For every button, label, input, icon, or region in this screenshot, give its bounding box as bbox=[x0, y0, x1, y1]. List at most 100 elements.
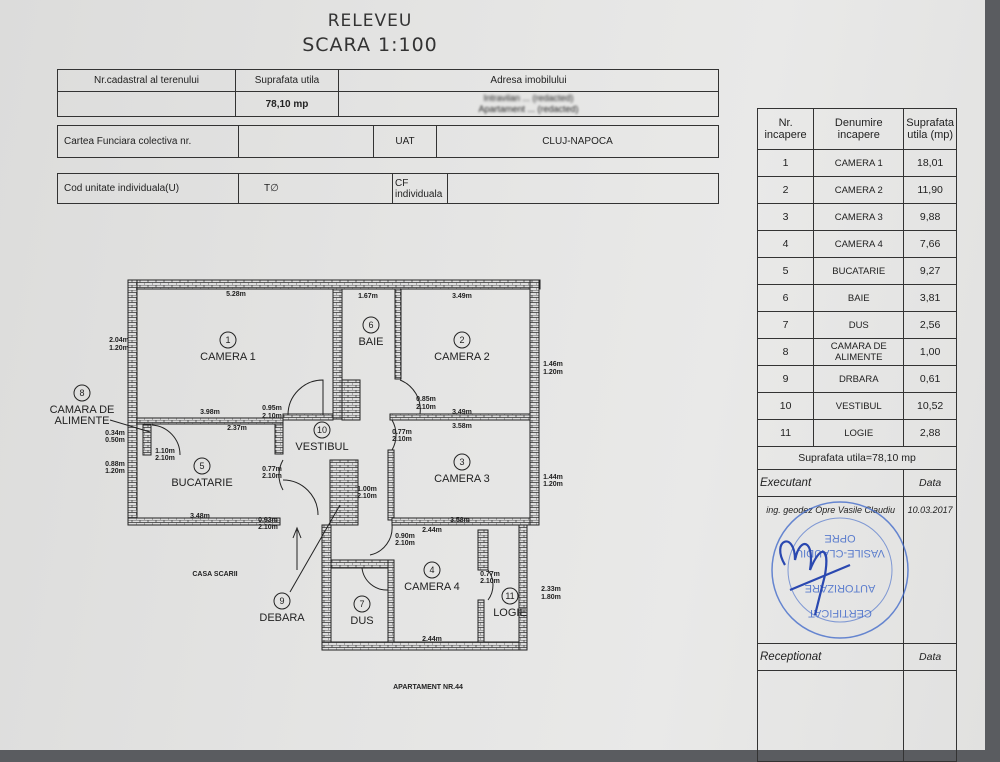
room-number-circle bbox=[453, 331, 471, 349]
executant-name: ing. geodez Opre Vasile Claudiu bbox=[756, 496, 905, 644]
room-name: CAMARA DE ALIMENTE bbox=[813, 338, 905, 366]
dimension-label: 2.10m bbox=[258, 524, 278, 531]
dimension-label: 1.67m bbox=[358, 293, 378, 300]
doors bbox=[151, 379, 494, 601]
dimension-label: 2.44m bbox=[422, 636, 442, 643]
room-number-circle bbox=[273, 592, 291, 610]
room-label-debara: DEBARA bbox=[259, 612, 305, 624]
svg-text:OPRE: OPRE bbox=[824, 532, 855, 544]
cf-label: Cartea Funciara colectiva nr. bbox=[57, 125, 239, 158]
room-number: 2 bbox=[459, 335, 464, 345]
cfi-value bbox=[447, 173, 719, 204]
dimension-label: 1.00m bbox=[357, 486, 377, 493]
cod-value: T∅ bbox=[238, 173, 393, 204]
room-number-circle bbox=[353, 595, 371, 613]
room-label-r11: LOGIE bbox=[493, 607, 527, 619]
executant-date: 10.03.2017 bbox=[903, 496, 957, 644]
dimension-label: 3.58m bbox=[452, 423, 472, 430]
dimension-label: 2.33m bbox=[541, 586, 561, 593]
dimension-label: 3.98m bbox=[200, 409, 220, 416]
room-label-r2: CAMERA 2 bbox=[434, 351, 490, 363]
room-area: 2,88 bbox=[903, 419, 957, 447]
dimension-label: 5.28m bbox=[226, 291, 246, 298]
room-area: 7,66 bbox=[903, 230, 957, 258]
cod-table: Cod unitate individuala(U)T∅CF individua… bbox=[57, 173, 719, 204]
document-title: RELEVEU bbox=[327, 11, 413, 31]
dimension-label: 1.80m bbox=[541, 594, 561, 601]
room-name: DRBARA bbox=[813, 365, 905, 393]
room-nr: 6 bbox=[756, 284, 815, 312]
dimension-label: 1.10m bbox=[155, 448, 175, 455]
room-area: 3,81 bbox=[903, 284, 957, 312]
dimension-label: 2.10m bbox=[416, 404, 436, 411]
room-label-r5: BUCATARIE bbox=[171, 477, 232, 489]
dimension-label: 2.10m bbox=[395, 540, 415, 547]
dimension-label: 0.95m bbox=[262, 405, 282, 412]
room-area: 1,00 bbox=[903, 338, 957, 366]
dimension-label: 1.46m bbox=[543, 361, 563, 368]
dimension-label: 2.10m bbox=[155, 455, 175, 462]
dimension-label: 1.20m bbox=[543, 369, 563, 376]
dimension-label: 0.50m bbox=[105, 437, 125, 444]
apartment-label: APARTAMENT NR.44 bbox=[393, 684, 463, 691]
room-name: BUCATARIE bbox=[813, 257, 905, 285]
area-value: 78,10 mp bbox=[235, 91, 339, 117]
dimension-label: 2.10m bbox=[480, 578, 500, 585]
dimension-label: 2.10m bbox=[392, 436, 412, 443]
room-number-circle bbox=[219, 331, 237, 349]
room-number: 10 bbox=[317, 425, 327, 435]
room-number: 5 bbox=[199, 461, 204, 471]
dimension-label: 2.44m bbox=[422, 527, 442, 534]
dimension-label: 0.93m bbox=[258, 517, 278, 524]
dimension-label: 0.77m bbox=[392, 429, 412, 436]
room-number-circle bbox=[193, 457, 211, 475]
room-name: BAIE bbox=[813, 284, 905, 312]
dimension-label: 2.37m bbox=[227, 425, 247, 432]
dimension-label: 2.04m bbox=[109, 337, 129, 344]
cadastral-value bbox=[57, 91, 236, 117]
debara-leader bbox=[289, 504, 341, 593]
room-number-circle bbox=[313, 421, 331, 439]
header-name: Denumire incapere bbox=[813, 108, 905, 150]
room-nr: 1 bbox=[756, 149, 815, 177]
uat-value: CLUJ-NAPOCA bbox=[436, 125, 719, 158]
room-number: 6 bbox=[368, 320, 373, 330]
room-label-alimente: ALIMENTE bbox=[54, 415, 109, 427]
dimension-label: 0.77m bbox=[262, 466, 282, 473]
dimension-label: 0.77m bbox=[480, 571, 500, 578]
document-scale: SCARA 1:100 bbox=[302, 34, 438, 56]
dimension-label: 3.58m bbox=[450, 517, 470, 524]
room-name: CAMERA 2 bbox=[813, 176, 905, 204]
dimension-label: 1.44m bbox=[543, 474, 563, 481]
room-number-circle bbox=[362, 316, 380, 334]
dimension-label: 2.10m bbox=[262, 413, 282, 420]
room-label-r6: BAIE bbox=[358, 336, 383, 348]
address-line1: Intravilan ... (redacted) bbox=[483, 93, 574, 103]
room-number: 8 bbox=[79, 388, 84, 398]
room-number: 11 bbox=[505, 591, 514, 601]
room-label-camara: CAMARA DE bbox=[50, 404, 115, 416]
dimension-label: 3.48m bbox=[190, 513, 210, 520]
dimension-label: 2.10m bbox=[357, 493, 377, 500]
stair-label: CASA SCARII bbox=[192, 571, 237, 578]
room-number: 7 bbox=[359, 599, 364, 609]
walls bbox=[127, 279, 541, 651]
stamp: VASILE-CLAUDIU OPRE AUTORIZARE CERTIFICA… bbox=[771, 501, 909, 639]
room-number-circle bbox=[501, 587, 519, 605]
room-label-r7: DUS bbox=[350, 615, 373, 627]
dimension-label: 1.20m bbox=[105, 468, 125, 475]
executant-label: Executant bbox=[756, 469, 905, 497]
room-nr: 11 bbox=[756, 419, 815, 447]
dimension-label: 3.49m bbox=[452, 409, 472, 416]
